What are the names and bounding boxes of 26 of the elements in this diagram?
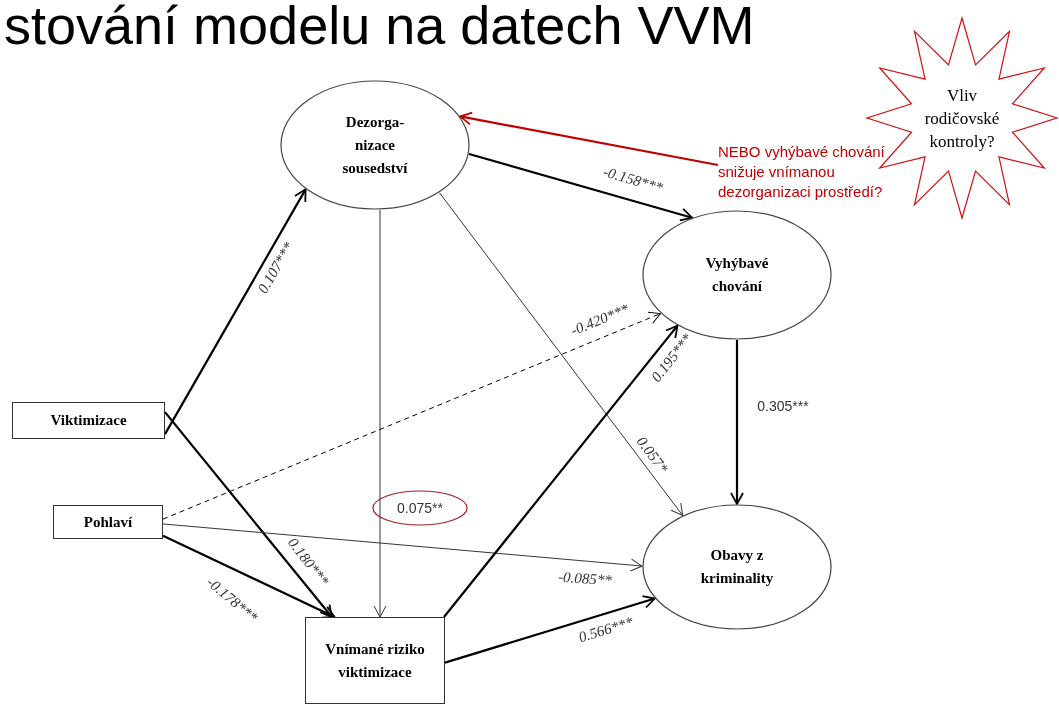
variable-box [12, 402, 165, 439]
variable-box [53, 505, 163, 539]
arrow [162, 311, 661, 520]
node-label: Viktimizace [50, 411, 127, 430]
node-label: Obavy z kriminality [699, 546, 775, 588]
node-label: Pohlaví [83, 512, 133, 532]
node-label: Vliv rodičovské kontroly? [923, 84, 1001, 153]
arrow [468, 152, 693, 222]
arrow [730, 340, 744, 505]
node-label: Vnímané riziko viktimizace [325, 639, 425, 682]
edge-label: 0.075** [397, 500, 443, 516]
node-label: Dezorga- nizace sousedství [341, 112, 409, 178]
arrow [459, 111, 719, 167]
edge-label: -0.158*** [601, 163, 665, 197]
node-label: Vyhýbavé chování [704, 254, 770, 296]
arrow [164, 411, 333, 618]
slide-title: stování modelu na datech VVM [4, 0, 755, 56]
edge-label: 0.566*** [576, 613, 636, 647]
arrow [443, 324, 679, 618]
edge-label: 0.305*** [757, 398, 809, 414]
note-text: NEBO vyhýbavé chování snižuje vnímanou dezorganizaci prostředí? [718, 140, 908, 204]
arrow [444, 595, 656, 664]
edge-label: -0.085** [557, 568, 613, 590]
arrow [162, 534, 336, 619]
variable-box [305, 617, 445, 704]
arrow [164, 188, 307, 435]
